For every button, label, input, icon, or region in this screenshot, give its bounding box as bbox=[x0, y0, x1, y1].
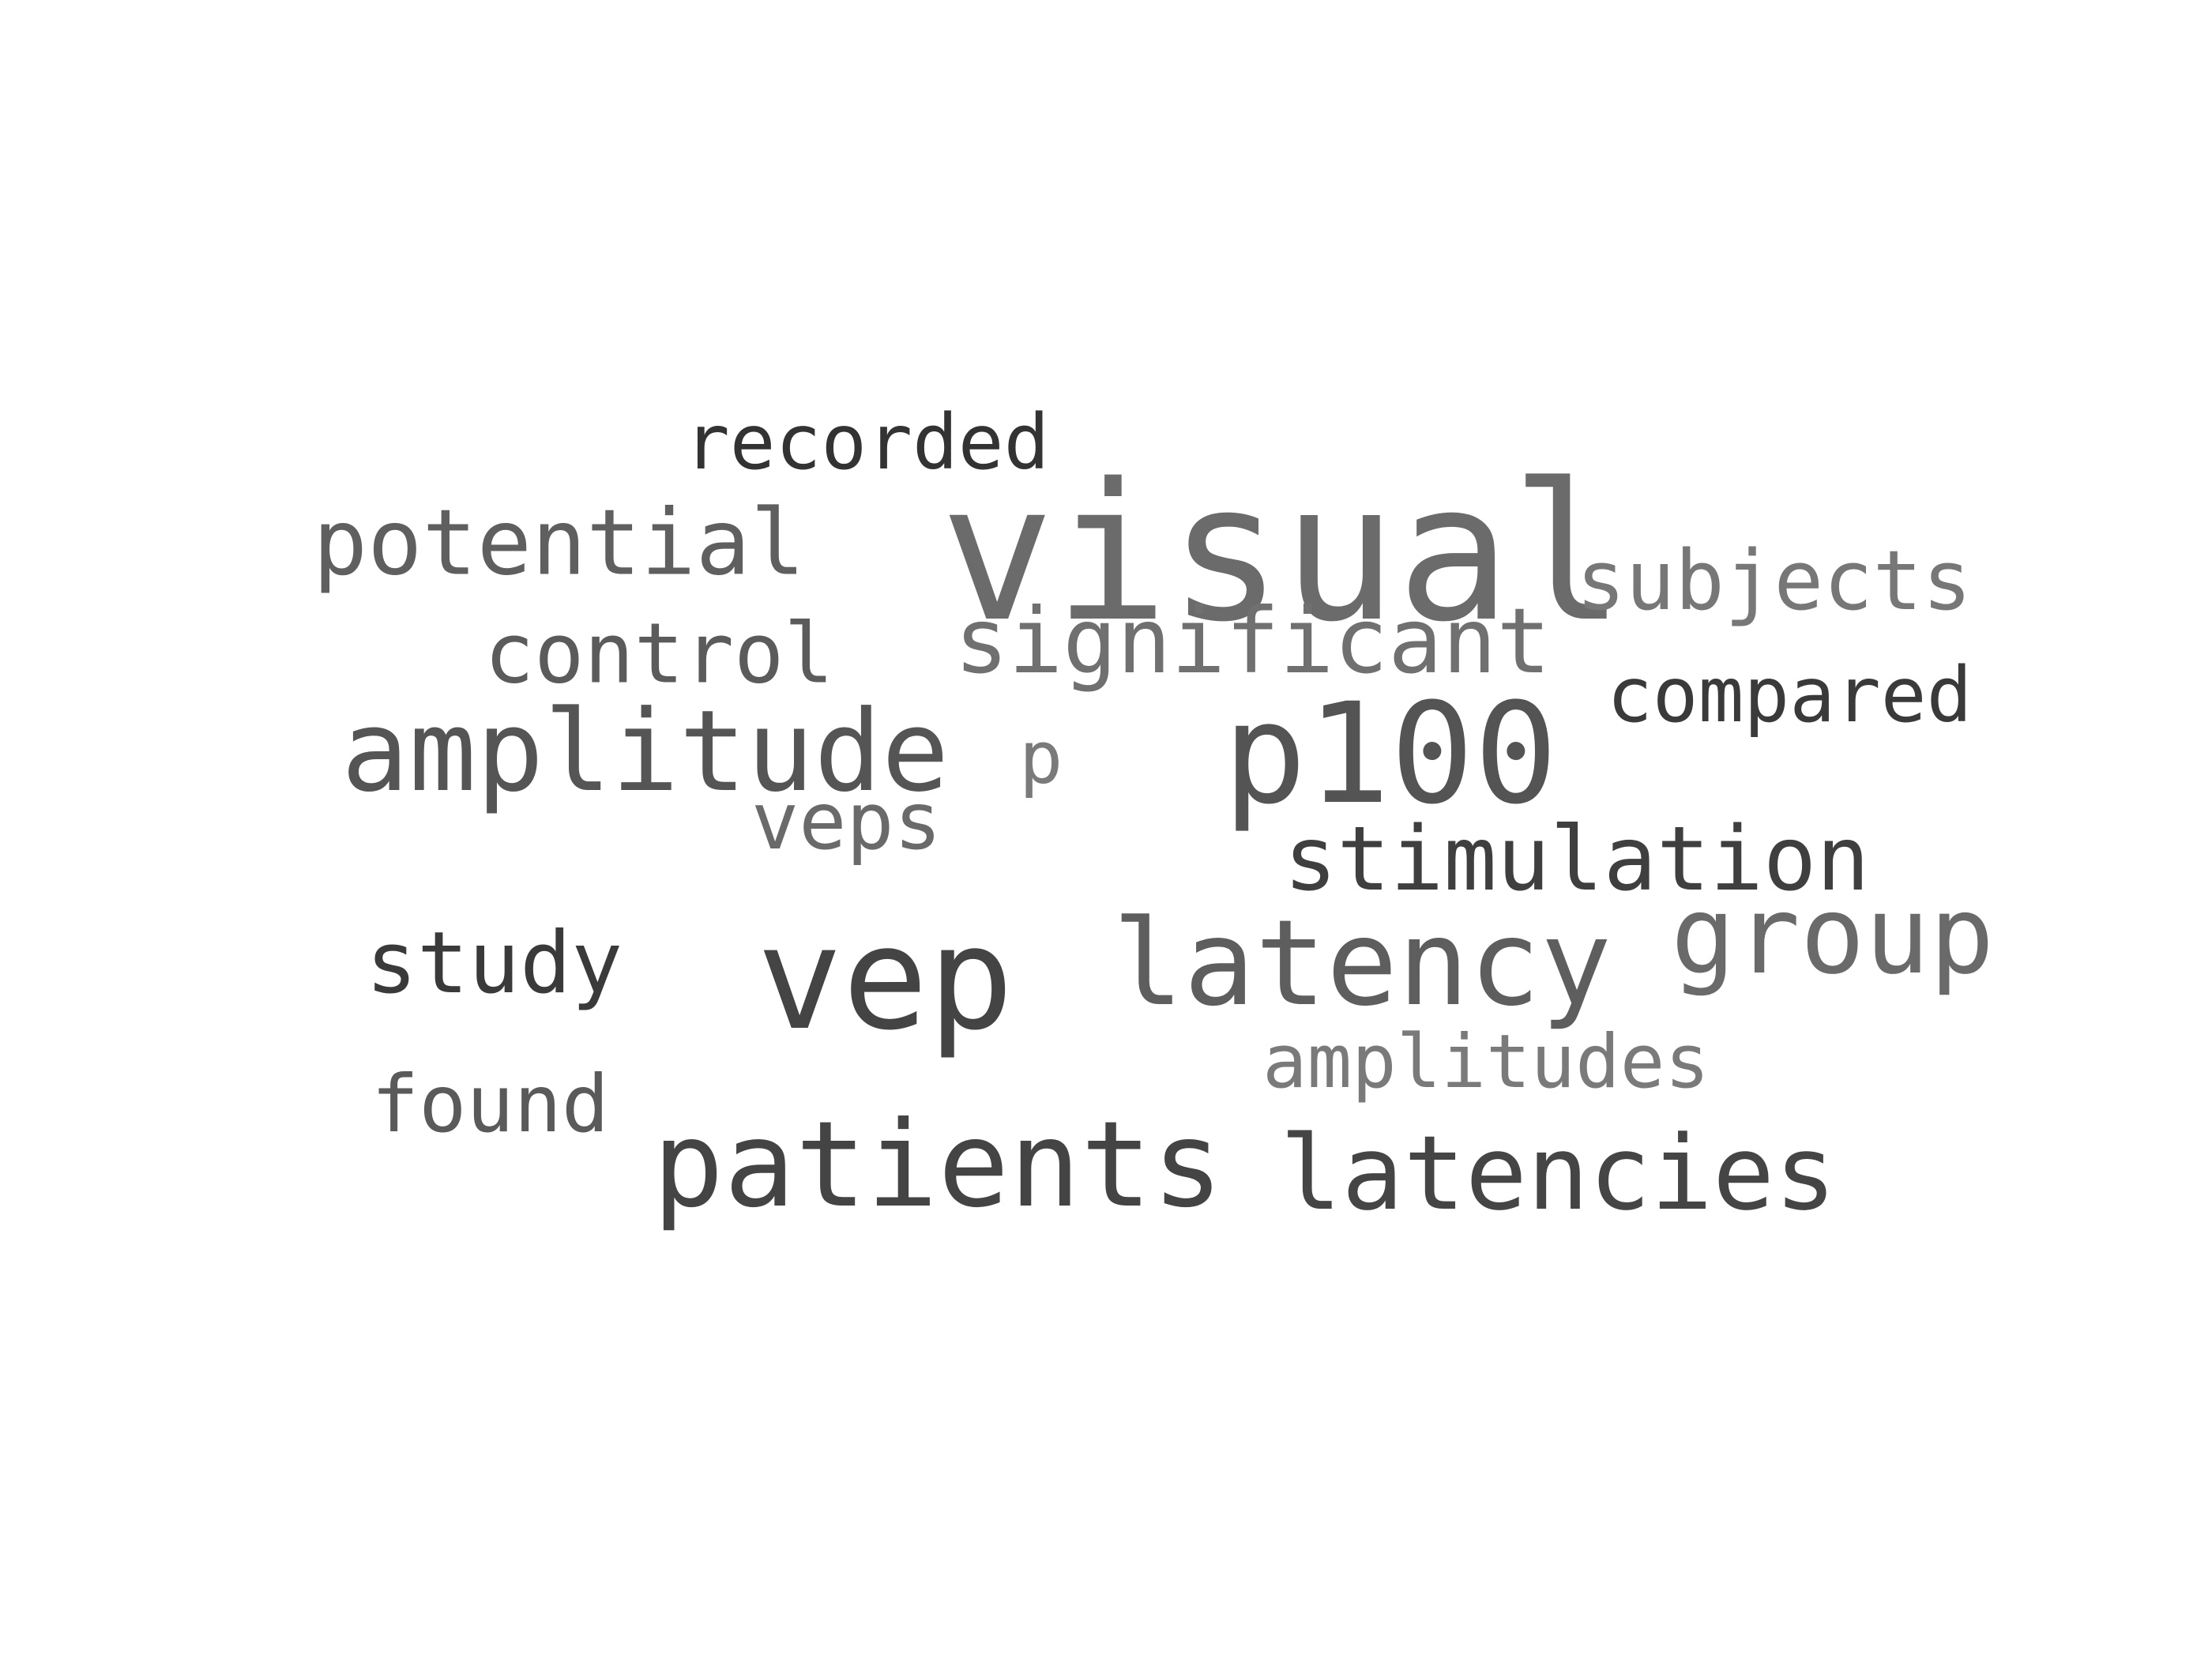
word-stimulation: stimulation bbox=[1284, 808, 1870, 911]
word-control: control bbox=[484, 605, 834, 702]
word-p: p bbox=[1019, 716, 1063, 800]
word-patients: patients bbox=[653, 1097, 1224, 1234]
word-p100: p100 bbox=[1223, 673, 1558, 835]
word-potential: potential bbox=[313, 490, 806, 596]
word-amplitudes: amplitudes bbox=[1262, 1019, 1710, 1105]
word-visual: visual bbox=[940, 442, 1625, 664]
word-found: found bbox=[371, 1058, 610, 1150]
word-group: group bbox=[1671, 874, 1995, 999]
word-significant: significant bbox=[954, 589, 1551, 694]
word-veps: veps bbox=[751, 775, 942, 867]
word-compared: compared bbox=[1607, 651, 1973, 739]
word-recorded: recorded bbox=[684, 398, 1050, 487]
word-subjects: subjects bbox=[1576, 532, 1972, 629]
word-amplitude: amplitude bbox=[341, 687, 950, 817]
word-vep: vep bbox=[757, 897, 1014, 1062]
word-latency: latency bbox=[1112, 895, 1612, 1033]
word-latencies: latencies bbox=[1280, 1113, 1837, 1233]
word-study: study bbox=[366, 914, 623, 1013]
